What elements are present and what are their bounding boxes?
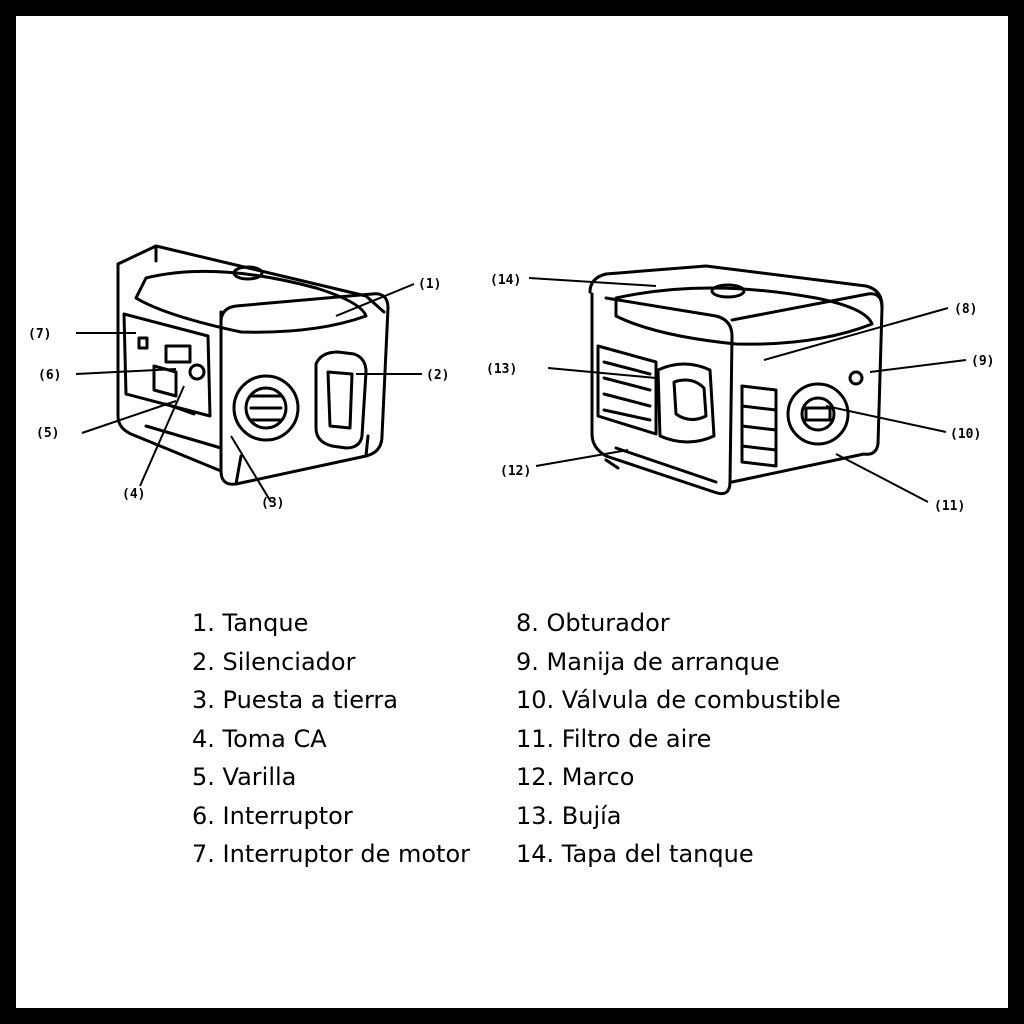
legend-item-7: 7. Interruptor de motor [192,840,470,868]
callout-11: (11) [934,499,965,514]
legend-item-4: 4. Toma CA [192,724,327,753]
front-view-leader-lines [75,283,422,503]
legend-item-13: 13. Bujía [516,801,622,830]
legend-item-14: 14. Tapa del tanque [516,840,754,868]
legend-item-11: 11. Filtro de aire [516,724,712,753]
legend-item-10: 10. Válvula de combustible [516,686,841,714]
callout-3: (3) [261,496,284,511]
callout-7: (7) [28,327,51,342]
callout-2: (2) [426,368,449,383]
rear-view-callouts: (14) (13) (12) (8) (9) (10) (11) [486,273,994,514]
callout-4: (4) [122,487,145,502]
callout-13: (13) [486,362,517,377]
callout-9: (9) [971,354,994,369]
legend-item-12: 12. Marco [516,763,635,791]
legend-item-6: 6. Interruptor [192,801,353,830]
generator-illustration: (1) (2) (3) (4) (5) (6) (7) [28,244,994,514]
legend-right-column: 8. Obturador 9. Manija de arranque 10. V… [516,604,841,874]
callout-6: (6) [38,368,61,383]
callout-12: (12) [500,464,531,479]
rear-view-leader-lines [528,277,967,503]
callout-14: (14) [490,273,521,288]
callout-8: (8) [954,302,977,317]
legend-item-5: 5. Varilla [192,763,297,791]
callout-5: (5) [36,426,59,441]
callout-10: (10) [950,427,981,442]
legend-item-2: 2. Silenciador [192,647,356,676]
generator-rear-view [588,264,884,496]
diagram-panel: (1) (2) (3) (4) (5) (6) (7) [16,16,1008,1008]
legend-left-column: 1. Tanque 2. Silenciador 3. Puesta a tie… [192,604,470,874]
generator-front-view [116,244,390,486]
legend-item-9: 9. Manija de arranque [516,647,780,676]
legend-item-1: 1. Tanque [192,609,309,637]
front-view-callouts: (1) (2) (3) (4) (5) (6) (7) [28,277,449,511]
legend-item-8: 8. Obturador [516,609,670,637]
legend-item-3: 3. Puesta a tierra [192,686,399,714]
callout-1: (1) [418,277,441,292]
